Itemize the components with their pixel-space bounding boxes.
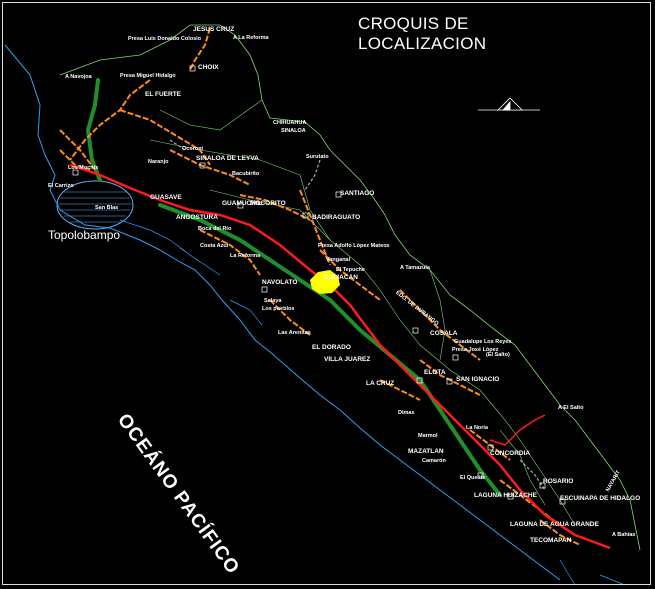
place-boca-rio: Boca del Río	[198, 226, 232, 232]
place-a-bahias: A Bahías	[612, 532, 636, 538]
place-los-pueblos: Los pueblos	[262, 306, 295, 312]
place-laguna-huizache: LAGUNA HUIZACHE	[474, 492, 537, 499]
place-ocoroni: Ocoroni	[182, 146, 204, 152]
culiacan-city-area	[310, 270, 340, 294]
place-marmol: Marmol	[418, 433, 438, 439]
place-las-arenitas: Las Arenitas	[278, 330, 311, 336]
place-el-carrizo: El Carrizo	[48, 183, 74, 189]
bay-hatching	[58, 191, 132, 223]
place-surutato: Surutato	[306, 154, 329, 160]
place-costa-azul: Costa Azul	[200, 243, 229, 249]
secondary-roads	[59, 27, 581, 546]
place-la-reforma: La Reforma	[230, 253, 261, 259]
place-la-noria: La Noria	[466, 425, 489, 431]
place-santiago: SANTIAGO	[340, 190, 375, 197]
north-arrow	[478, 97, 540, 111]
durango-highway	[489, 414, 546, 446]
place-el-salto-label: (El Salto)	[486, 352, 510, 358]
place-tecomapan: TECOMAPAN	[530, 537, 572, 544]
place-escuinapa: ESCUINAPA DE HIDALGO	[560, 495, 641, 502]
place-sinaloa-leyva: SINALOA DE LEYVA	[196, 155, 259, 162]
place-los-mochis: Los Mochis	[68, 165, 99, 171]
port-label: Topolobampo	[48, 228, 121, 242]
map-title: CROQUIS DE LOCALIZACION	[358, 14, 486, 54]
place-vanganal: Vanganal	[326, 257, 351, 263]
place-culiacan: CULIACAN	[324, 274, 358, 281]
place-el-quelite: El Quelite	[460, 475, 486, 481]
place-la-cruz: LA CRUZ	[366, 380, 395, 387]
federal-highway-15	[69, 163, 611, 550]
place-laguna-agua-grande: LAGUNA DE AGUA GRANDE	[510, 521, 599, 528]
coast-lagoon	[119, 219, 263, 326]
place-dimas: Dimas	[398, 410, 415, 416]
place-chihuahua: CHIHUAHUA	[273, 120, 307, 126]
place-concordia: CONCORDIA	[490, 450, 531, 457]
place-angostura: ANGOSTURA	[176, 214, 218, 221]
place-guasave: GUASAVE	[150, 194, 182, 201]
place-salaya: Salaya	[264, 298, 282, 304]
map-title-line1: CROQUIS DE	[358, 14, 469, 33]
place-cosala: COSALA	[430, 330, 458, 337]
town-markers	[72, 65, 566, 505]
place-guamuchil: GUAMUCHIL	[222, 200, 262, 207]
dirt-road	[169, 139, 546, 491]
place-san-ignacio: SAN IGNACIO	[456, 376, 500, 383]
place-guadalupe-reyes: Guadalupe Los Reyes	[454, 339, 512, 345]
place-elota: ELOTA	[424, 369, 446, 376]
place-camaron: Camarón	[422, 458, 446, 464]
place-mazatlan: MAZATLAN	[408, 448, 444, 455]
irrigation-canal	[85, 78, 502, 497]
map-title-line2: LOCALIZACION	[358, 34, 487, 53]
place-el-dorado: EL DORADO	[312, 344, 351, 351]
place-san-blas: San Blas	[95, 205, 119, 211]
place-el-tepuche: El Tepuche	[336, 267, 365, 273]
place-sinaloa: SINALOA	[281, 128, 306, 134]
place-presa-luis: Presa Luis Donaldo Colosio	[128, 36, 202, 42]
place-badiraguato: BADIRAGUATO	[312, 214, 361, 221]
state-border	[59, 24, 641, 551]
place-mocorito: MOCORITO	[250, 200, 286, 207]
place-choix: CHOIX	[198, 64, 219, 71]
place-presa-adolfo: Presa Adolfo López Mateos	[318, 243, 390, 249]
place-presa-jose: Presa José López	[452, 347, 499, 353]
place-bacubirito: Bacubirito	[232, 171, 260, 177]
place-el-fuerte: EL FUERTE	[145, 91, 181, 98]
place-rosario: ROSARIO	[543, 478, 574, 485]
place-a-la-reforma: A La Reforma	[233, 35, 269, 41]
place-jesus-cruz: JESUS CRUZ	[193, 26, 235, 33]
coastline	[4, 44, 561, 581]
place-navolato: NAVOLATO	[262, 279, 298, 286]
place-presa-miguel: Presa Miguel Hidalgo	[120, 73, 176, 79]
place-naranjo: Naranjo	[148, 159, 169, 165]
river-south	[559, 559, 626, 586]
place-a-navojoa: A Navojoa	[65, 74, 92, 80]
place-a-tamazula: A Tamazula	[400, 265, 430, 271]
place-villa-juarez: VILLA JUAREZ	[324, 356, 371, 363]
place-a-el-salto: A El Salto	[558, 405, 584, 411]
